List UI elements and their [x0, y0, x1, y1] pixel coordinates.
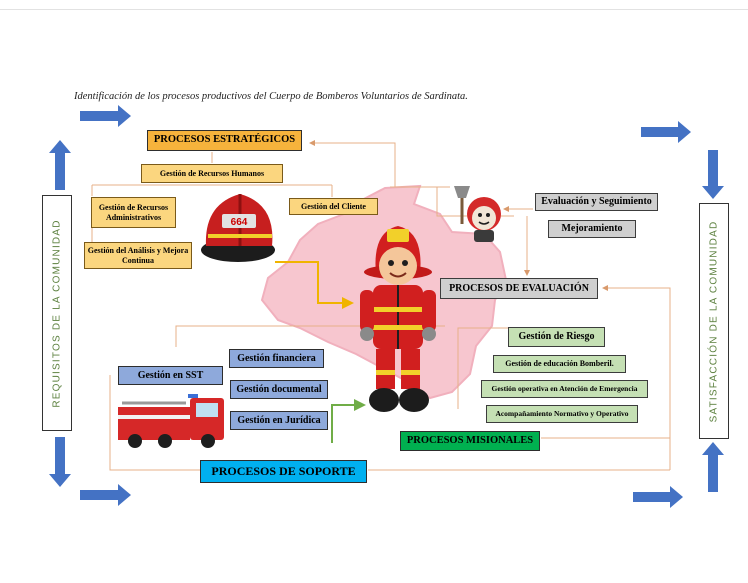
tool-mascot-icon	[454, 186, 501, 242]
gestion-cliente-box: Gestión del Cliente	[289, 198, 378, 215]
arrow-up-icon	[702, 442, 724, 492]
arrow-right-icon	[633, 486, 683, 508]
gestion-financiera-box: Gestión financiera	[229, 349, 324, 368]
gestion-analisis-mejora-box: Gestión del Análisis y Mejora Continua	[84, 242, 192, 269]
firefighter-character-icon	[360, 226, 436, 412]
top-divider	[0, 9, 748, 10]
arrow-down-icon	[702, 150, 724, 199]
evaluacion-seguimiento-box: Evaluación y Seguimiento	[535, 193, 658, 211]
arrow-right-icon	[80, 484, 131, 506]
mejoramiento-box: Mejoramiento	[548, 220, 636, 238]
svg-text:664: 664	[231, 217, 248, 228]
fire-helmet-icon: 664	[201, 194, 275, 262]
requisitos-comunidad-label: REQUISITOS DE LA COMUNIDAD	[51, 218, 63, 408]
gestion-operativa-emergencia-box: Gestión operativa en Atención de Emergen…	[481, 380, 648, 398]
gestion-riesgo-box: Gestión de Riesgo	[508, 327, 605, 347]
procesos-estrategicos-title: PROCESOS ESTRATÉGICOS	[147, 130, 302, 151]
arrow-up-icon	[49, 140, 71, 190]
procesos-soporte-title: PROCESOS DE SOPORTE	[200, 460, 367, 483]
gestion-recursos-administrativos-box: Gestión de Recursos Administrativos	[91, 197, 176, 228]
arrow-right-icon	[641, 121, 691, 143]
gestion-sst-box: Gestión en SST	[118, 366, 223, 385]
gestion-documental-box: Gestión documental	[230, 380, 328, 399]
right-label-box: SATISFACCIÓN DE LA COMUNIDAD	[699, 203, 729, 439]
arrow-right-icon	[80, 105, 131, 127]
procesos-evaluacion-title: PROCESOS DE EVALUACIÓN	[440, 278, 598, 299]
gestion-juridica-box: Gestión en Jurídica	[230, 411, 328, 430]
figure-caption: Identificación de los procesos productiv…	[74, 91, 468, 102]
gestion-recursos-humanos-box: Gestión de Recursos Humanos	[141, 164, 283, 183]
acompanamiento-normativo-box: Acompañamiento Normativo y Operativo	[486, 405, 638, 423]
gestion-educacion-bomberil-box: Gestión de educación Bomberil.	[493, 355, 626, 373]
satisfaccion-comunidad-label: SATISFACCIÓN DE LA COMUNIDAD	[708, 220, 720, 422]
left-label-box: REQUISITOS DE LA COMUNIDAD	[42, 195, 72, 431]
fire-truck-icon	[118, 394, 224, 448]
procesos-misionales-title: PROCESOS MISIONALES	[400, 431, 540, 451]
arrow-down-icon	[49, 437, 71, 487]
